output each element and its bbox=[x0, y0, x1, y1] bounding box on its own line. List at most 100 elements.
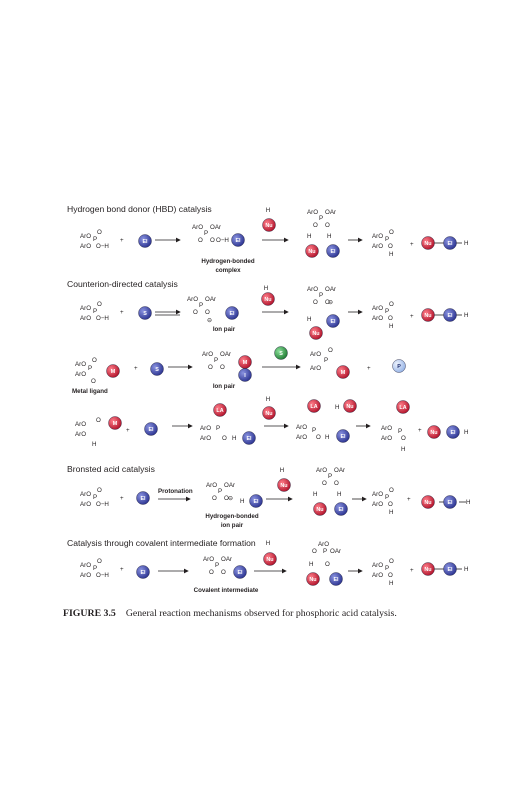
metal-o-bottom: O bbox=[91, 378, 96, 385]
label-protonation: Protonation bbox=[158, 488, 193, 495]
ball-label: Nu bbox=[424, 313, 431, 319]
ball-el: El bbox=[336, 429, 350, 443]
ball-el: El bbox=[443, 236, 457, 250]
metal-aro-bottom: ArO bbox=[75, 371, 86, 378]
ball-label: El bbox=[253, 499, 259, 505]
ball-el: El bbox=[225, 306, 239, 320]
hbd-h-left: H bbox=[307, 233, 311, 240]
ball-label: Nu bbox=[346, 404, 353, 410]
ball-nu: Nu bbox=[421, 495, 435, 509]
acid-p: P bbox=[93, 494, 97, 501]
ball-label: Nu bbox=[424, 241, 431, 247]
ball-label: El bbox=[447, 567, 453, 573]
phos-oar: OAr bbox=[325, 209, 336, 216]
phos-oar: OAr bbox=[210, 224, 221, 231]
ball-label: El bbox=[237, 570, 243, 576]
ball-nu: Nu bbox=[306, 572, 320, 586]
ball-label: M bbox=[111, 369, 116, 375]
label-metal-ligand: Metal ligand bbox=[72, 388, 108, 395]
ball-label: El bbox=[330, 249, 336, 255]
ball-nu: Nu bbox=[343, 399, 357, 413]
ball-el: El bbox=[443, 495, 457, 509]
ball-el: El bbox=[144, 422, 158, 436]
ball-label: S bbox=[279, 351, 283, 357]
phos-p: P bbox=[199, 302, 203, 309]
acid-aro-top: ArO bbox=[80, 562, 91, 569]
ball-el: El bbox=[242, 431, 256, 445]
phos-aro: ArO bbox=[203, 556, 214, 563]
phos-p: P bbox=[214, 357, 218, 364]
caption-text: General reaction mechanisms observed for… bbox=[125, 608, 397, 619]
prod-aro-top: ArO bbox=[372, 233, 383, 240]
reaction-arrows bbox=[155, 237, 371, 574]
la-nu-h: H bbox=[335, 404, 339, 411]
metal-o-top: O bbox=[92, 357, 97, 364]
ball-la: LA bbox=[396, 400, 410, 414]
prod-h: H bbox=[389, 323, 393, 330]
phos-aro: ArO bbox=[192, 224, 203, 231]
phos-o-left: O bbox=[313, 299, 318, 306]
acid-o-top: O bbox=[97, 301, 102, 308]
label-hydrogen-bonded-complex-2: complex bbox=[215, 267, 241, 274]
ball-label: M bbox=[243, 360, 248, 366]
ball-el: El bbox=[136, 491, 150, 505]
ball-m: M bbox=[106, 364, 120, 378]
ball-label: Nu bbox=[316, 507, 323, 513]
hbd-h-right: H bbox=[327, 233, 331, 240]
phos-aro: ArO bbox=[307, 286, 318, 293]
prod-aro-top: ArO bbox=[372, 491, 383, 498]
la-h-top: H bbox=[266, 396, 270, 403]
ball-label: El bbox=[246, 436, 252, 442]
phos-oar: OAr bbox=[334, 467, 345, 474]
label-covalent-intermediate: Covalent intermediate bbox=[194, 587, 259, 594]
phos-o-right: O bbox=[325, 222, 330, 229]
prod-aro-top: ArO bbox=[372, 305, 383, 312]
ball-el: El bbox=[326, 244, 340, 258]
label-ion-pair-counterion: Ion pair bbox=[213, 326, 236, 333]
ball-el: El bbox=[443, 562, 457, 576]
metal-int-o: O bbox=[328, 347, 333, 354]
prod-o-top: O bbox=[389, 487, 394, 494]
prod-o-bottom: O bbox=[388, 315, 393, 322]
phos-aro: ArO bbox=[316, 467, 327, 474]
phos-aro: ArO bbox=[202, 351, 213, 358]
prod-p: P bbox=[385, 494, 389, 501]
ball-el: El bbox=[231, 233, 245, 247]
phos-o-left: O bbox=[212, 495, 217, 502]
phos-aro: ArO bbox=[206, 482, 217, 489]
plus-sign: + bbox=[126, 427, 130, 434]
phos-p: P bbox=[204, 230, 208, 237]
acid-aro-top: ArO bbox=[80, 233, 91, 240]
acid-p: P bbox=[93, 308, 97, 315]
prod-h: H bbox=[389, 580, 393, 587]
prod-p: P bbox=[385, 565, 389, 572]
prod-h: H bbox=[389, 509, 393, 516]
ball-label: Nu bbox=[264, 297, 271, 303]
ball-m: M bbox=[238, 355, 252, 369]
ba-h-top: H bbox=[280, 467, 284, 474]
ball-label: El bbox=[447, 313, 453, 319]
phos-aro: ArO bbox=[187, 296, 198, 303]
ball-nu: Nu bbox=[277, 478, 291, 492]
plus-sign: + bbox=[120, 566, 124, 573]
ball-label: El bbox=[235, 238, 241, 244]
phos-aro: ArO bbox=[307, 209, 318, 216]
hbd-oh: O−H bbox=[216, 237, 229, 244]
la-aro-top: ArO bbox=[75, 421, 86, 428]
ball-nu: Nu bbox=[421, 562, 435, 576]
ci-product-h: H bbox=[464, 312, 468, 319]
ball-label: M bbox=[341, 370, 346, 376]
prod-o-top: O bbox=[389, 301, 394, 308]
ball-label: El bbox=[447, 500, 453, 506]
ball-nu: Nu bbox=[262, 406, 276, 420]
cov-h-top: H bbox=[266, 540, 270, 547]
ball-label: Nu bbox=[265, 223, 272, 229]
prod-o-top: O bbox=[389, 558, 394, 565]
label-hb-ion-pair-1: Hydrogen-bonded bbox=[205, 513, 258, 520]
ball-label: Nu bbox=[312, 331, 319, 337]
prod-p: P bbox=[385, 236, 389, 243]
ball-s: S bbox=[150, 362, 164, 376]
phos-oar: OAr bbox=[221, 556, 232, 563]
la-prod-o: O bbox=[401, 435, 406, 442]
